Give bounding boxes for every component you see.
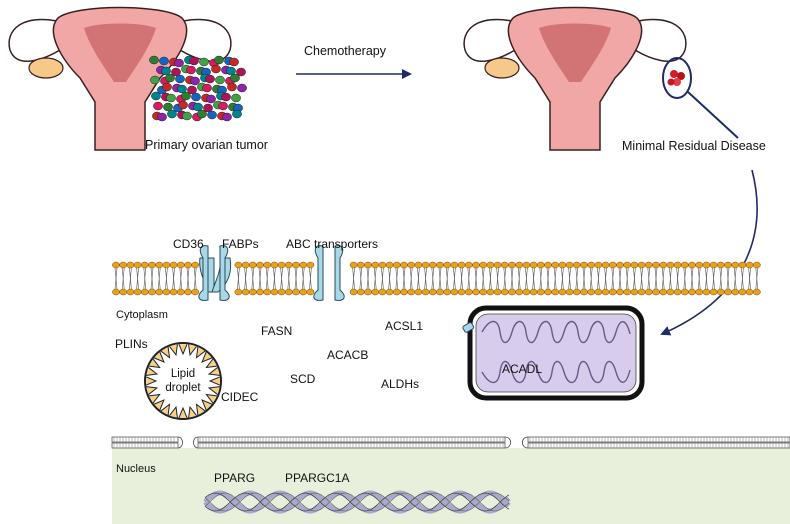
cidec-label: CIDEC (221, 390, 259, 404)
ovary-left (28, 57, 64, 79)
transporter-abc (313, 245, 345, 301)
droplet-label: droplet (165, 382, 201, 394)
acacb-label: ACACB (327, 348, 368, 362)
transporter-cd36-fabps (198, 245, 232, 301)
nucleus-label: Nucleus (116, 463, 156, 475)
cd36-label: CD36 (173, 237, 204, 251)
fabps-label: FABPs (222, 237, 259, 251)
dna-double-helix (203, 490, 511, 514)
mitochondrion (462, 305, 645, 401)
aldhs-label: ALDHs (381, 377, 419, 391)
scd-label: SCD (290, 372, 316, 386)
lipid-label: Lipid (171, 368, 195, 380)
pparg-label: PPARG (214, 471, 255, 485)
plins-label: PLINs (115, 337, 148, 351)
uterus-left (8, 6, 232, 151)
primary-tumor-label: Primary ovarian tumor (145, 138, 268, 152)
tumor-cell-cluster (149, 55, 247, 122)
mrd-to-cell-arrow (660, 169, 758, 336)
nuclear-envelope (111, 436, 790, 449)
chemotherapy-label: Chemotherapy (304, 44, 387, 58)
abc-transporters-label: ABC transporters (286, 237, 378, 251)
cytoplasm-label: Cytoplasm (116, 309, 168, 321)
ovary-right (484, 57, 520, 79)
lipid-droplet (144, 342, 222, 420)
nucleus-area (112, 448, 790, 524)
ppargc1a-label: PPARGC1A (285, 471, 349, 485)
acadl-label: ACADL (502, 362, 542, 376)
mrd-magnifier (662, 57, 739, 139)
mrd-label: Minimal Residual Disease (622, 139, 766, 153)
acsl1-label: ACSL1 (385, 319, 423, 333)
uterus-right (463, 6, 687, 151)
fasn-label: FASN (261, 324, 292, 338)
